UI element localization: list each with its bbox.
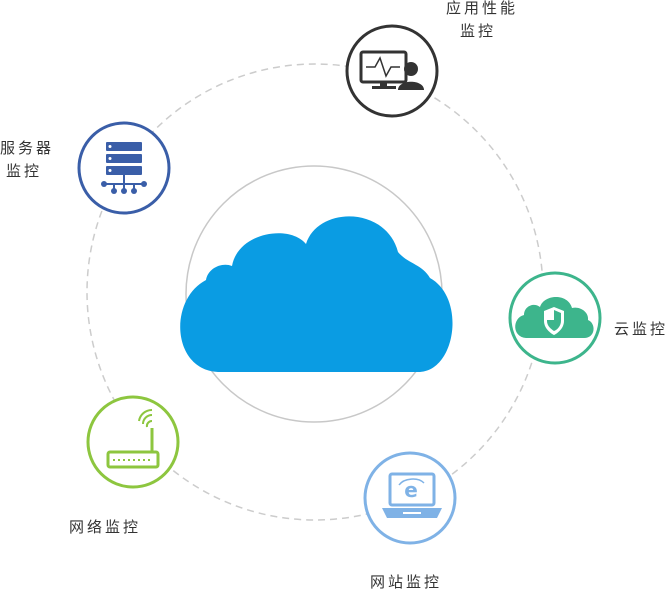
- website-monitor-label: 网站监控: [370, 573, 443, 591]
- network-monitor-label: 网络监控: [69, 518, 142, 536]
- laptop-browser-icon: e: [382, 472, 442, 518]
- cloud-monitor-label: 云监控: [614, 320, 669, 338]
- svg-text:e: e: [404, 478, 418, 502]
- website-monitor-node[interactable]: e: [363, 451, 457, 545]
- wifi-router-icon: [106, 408, 160, 469]
- cloud-monitor-node[interactable]: [508, 271, 602, 365]
- app-monitor-node[interactable]: [345, 24, 439, 118]
- network-monitor-node[interactable]: [86, 395, 180, 489]
- server-monitor-label: 服务器 监控: [0, 139, 55, 180]
- cloud-shield-icon: [515, 297, 594, 338]
- server-monitor-node[interactable]: [77, 121, 171, 215]
- monitor-with-user-icon: [359, 50, 424, 90]
- server-network-icon: [101, 142, 147, 194]
- app-monitor-label: 应用性能 监控: [446, 0, 519, 40]
- cloud-icon: [180, 216, 453, 372]
